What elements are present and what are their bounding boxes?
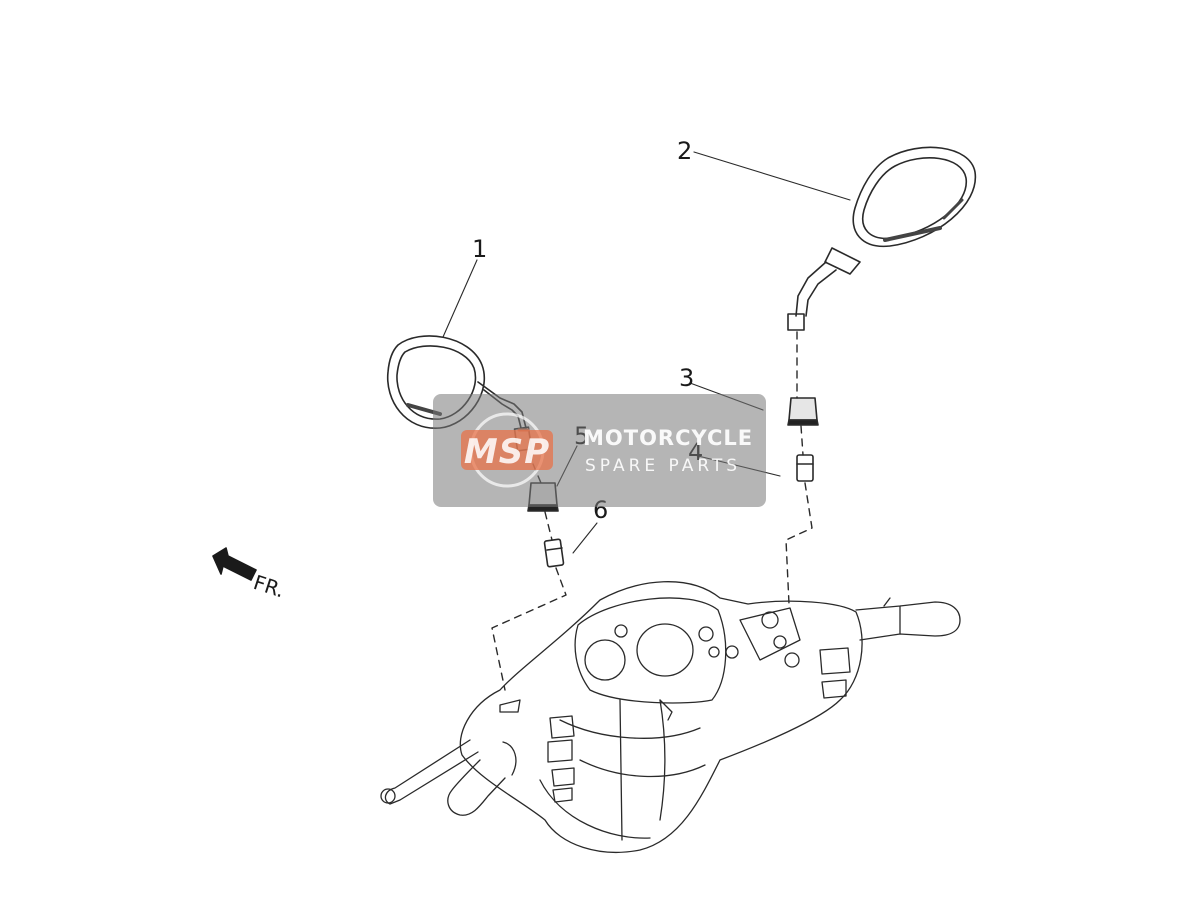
part-6-adapter-left bbox=[543, 538, 565, 568]
right-mirror bbox=[787, 146, 977, 331]
watermark-subtitle: SPARE PARTS bbox=[585, 456, 742, 476]
handlebar-headset bbox=[380, 581, 961, 853]
watermark: MSP MOTORCYCLE SPARE PARTS bbox=[433, 394, 766, 507]
callout-1: 1 bbox=[472, 235, 488, 263]
callout-2: 2 bbox=[677, 137, 693, 165]
front-direction-arrow bbox=[212, 547, 257, 581]
watermark-title: MOTORCYCLE bbox=[583, 426, 754, 450]
part-4-adapter-right bbox=[796, 454, 814, 482]
watermark-logo-text: MSP bbox=[463, 432, 551, 472]
callout-3: 3 bbox=[679, 364, 695, 392]
watermark-logo-icon bbox=[461, 412, 553, 488]
part-3-boot-right bbox=[787, 397, 819, 426]
